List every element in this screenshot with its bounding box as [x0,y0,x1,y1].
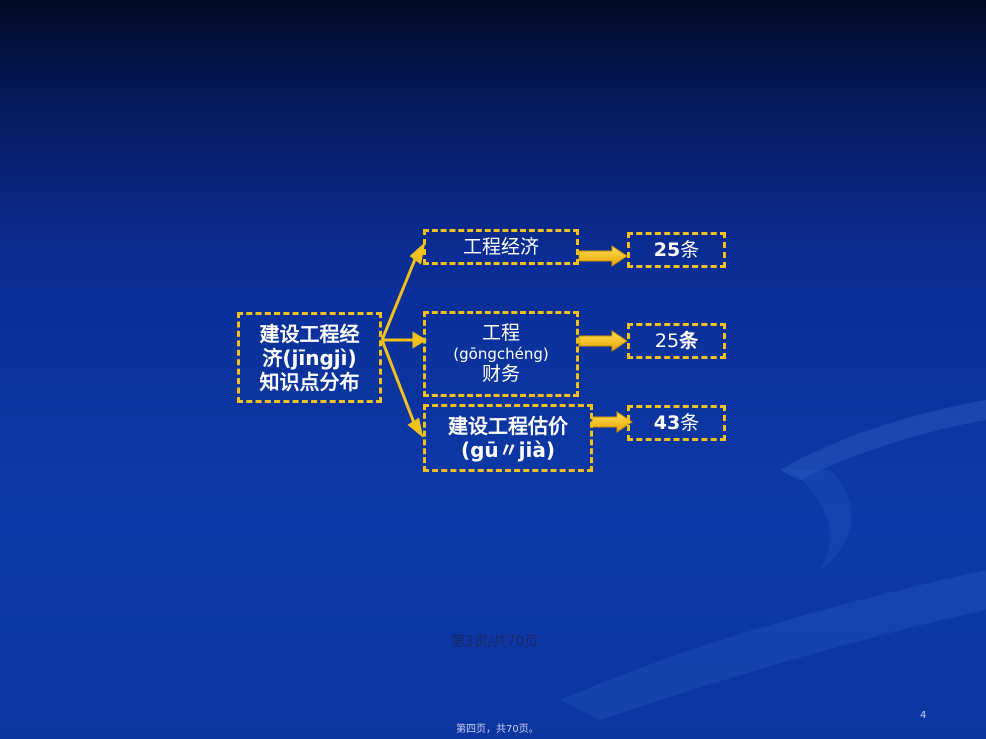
count-3-unit: 条 [680,411,700,434]
count-1-unit: 条 [680,238,700,261]
branch-2-line-2: (gōngchéng) [453,345,549,363]
branch-line-top [380,251,420,341]
root-line-1: 建设工程经 [259,321,360,346]
branch-1-label: 工程经济 [462,235,539,258]
branch-line-bottom [380,339,418,429]
branch-3-line-1: 建设工程估价 [448,414,568,438]
root-line-2: 济(jīngjì) [262,345,357,370]
count-2-unit: 条 [679,329,699,352]
block-arrows [578,245,633,433]
count-2-number: 25 [654,329,680,352]
slide-number: 4 [920,710,927,721]
arrowhead-top [409,241,426,265]
block-arrow-2 [578,330,628,352]
branch-3-line-2: (gū〃jià) [460,438,556,462]
branch-box-engineering-economics: 工程经济 [423,229,579,265]
branch-2-line-3: 财务 [481,363,520,385]
arrowhead-middle [412,331,427,349]
block-arrow-3 [591,411,633,433]
page-indicator-bottom: 第四页，共70页。 [456,724,539,735]
branch-2-line-1: 工程 [481,322,520,345]
branch-box-engineering-finance: 工程 (gōngchéng) 财务 [423,311,579,397]
root-line-3: 知识点分布 [259,369,360,394]
block-arrow-1 [578,245,628,267]
arrowhead-bottom [407,417,424,438]
root-topic-box: 建设工程经 济(jīngjì) 知识点分布 [237,312,382,403]
count-3-number: 43 [653,411,681,434]
branch-box-cost-estimation: 建设工程估价 (gū〃jià) [423,404,593,472]
page-indicator-center: 第3页/共70页 [451,634,539,650]
count-1-number: 25 [653,238,681,261]
